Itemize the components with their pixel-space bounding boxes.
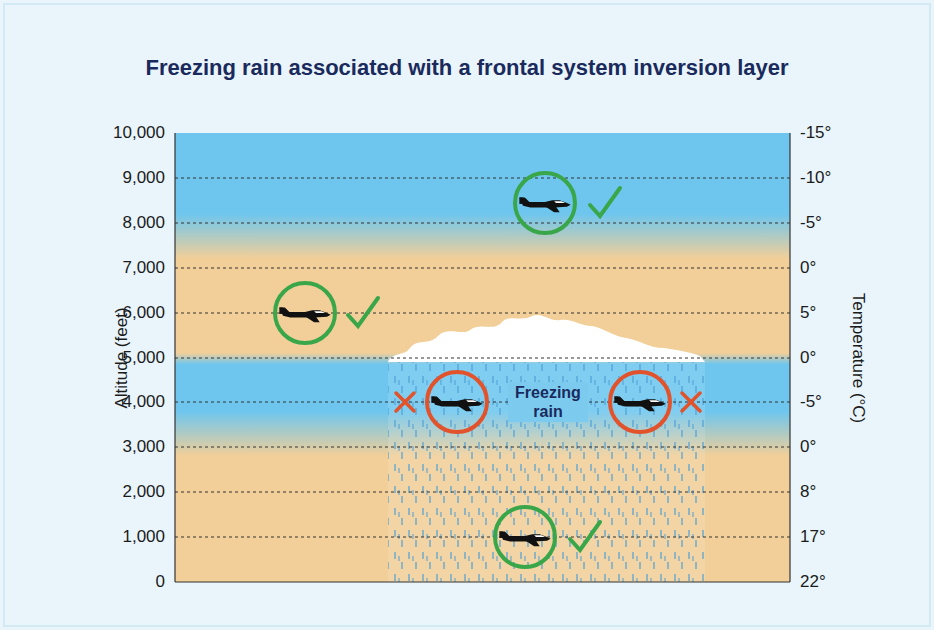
frame [4,4,930,626]
temperature-tick: 22° [800,572,826,592]
safe-planes [275,173,620,567]
altitude-tick: 9,000 [122,168,165,188]
altitude-tick: 10,000 [113,123,165,143]
grid-lines [175,178,790,537]
temperature-bands [175,133,790,582]
temperature-tick: 0° [800,258,816,278]
danger-planes [396,372,700,432]
temperature-tick: 8° [800,482,816,502]
axis-title: Altitude (feet) [112,307,132,408]
axis-title: Temperature (°C) [848,293,868,424]
altitude-tick: 1,000 [122,527,165,547]
altitude-tick: 3,000 [122,437,165,457]
temperature-tick: 0° [800,437,816,457]
chart-title: Freezing rain associated with a frontal … [145,55,788,81]
cloud [388,315,705,362]
temperature-tick: 0° [800,348,816,368]
temperature-tick: 5° [800,303,816,323]
altitude-tick: 7,000 [122,258,165,278]
temperature-tick: -5° [800,392,822,412]
temperature-tick: -15° [800,123,831,143]
altitude-tick: 0 [156,572,165,592]
axes [175,133,790,582]
temperature-tick: -5° [800,213,822,233]
temperature-tick: 17° [800,527,826,547]
altitude-tick: 8,000 [122,213,165,233]
rain-area [388,360,705,582]
temperature-tick: -10° [800,168,831,188]
rain-label: Freezing rain [508,382,588,422]
altitude-tick: 2,000 [122,482,165,502]
